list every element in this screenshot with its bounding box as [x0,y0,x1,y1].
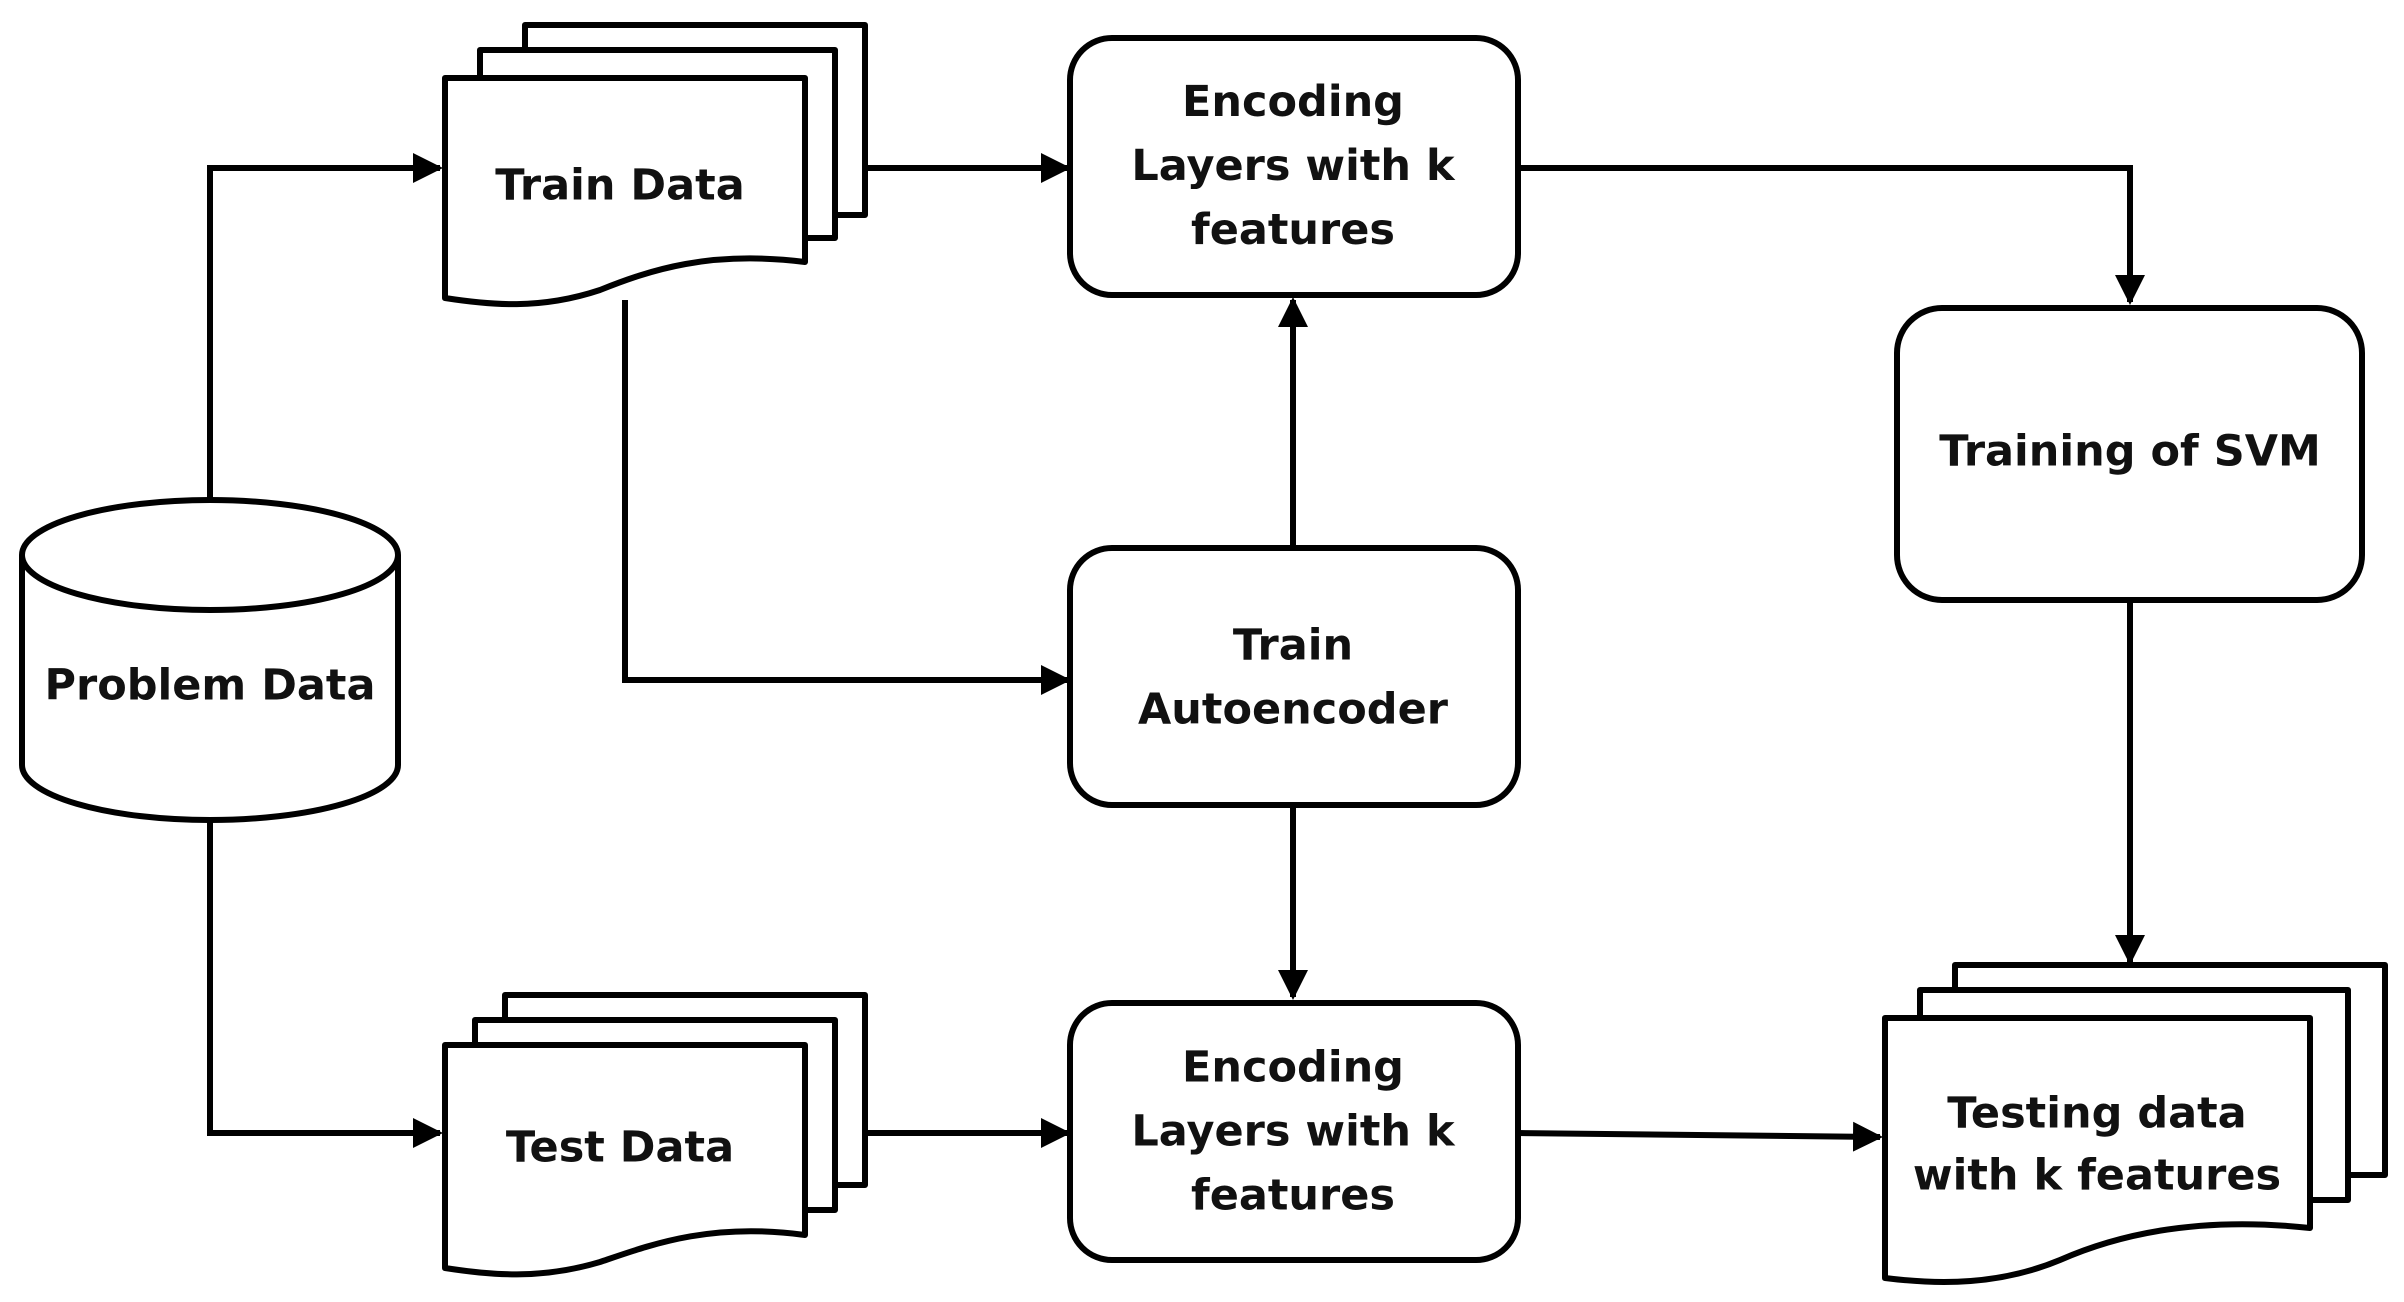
test-data-label: Test Data [506,1123,734,1173]
train-data-label: Train Data [495,161,744,211]
edge-encoding-bottom-to-testing-data [1517,1121,1883,1152]
testing-data-line-1: Testing data [1947,1089,2246,1139]
encoding-top-line-1: Encoding [1182,77,1404,127]
encoding-top-line-2: Layers with k [1131,141,1456,191]
svg-text:Layers with k: Layers with k [1131,141,1456,191]
edge-train-to-autoencoder [622,300,1071,695]
testing-data-line-2: with k features [1913,1151,2281,1201]
node-test-data: Test Data [442,992,868,1278]
encoding-top-line-3: features [1191,205,1395,255]
encoding-bottom-line-2: Layers with k [1131,1107,1456,1157]
encoding-bottom-line-3: features [1191,1171,1395,1221]
node-testing-data: Testing data with k features [1882,962,2388,1286]
node-train-data: Train Data [442,22,868,308]
problem-data-label: Problem Data [44,661,375,711]
encoding-bottom-line-1: Encoding [1182,1043,1404,1093]
node-training-of-svm: Training of SVM [1894,305,2365,603]
edge-problem-to-test [207,820,443,1148]
train-autoencoder-line-1: Train [1233,621,1353,671]
train-autoencoder-line-2: Autoencoder [1138,685,1449,735]
svg-text:features: features [1191,205,1395,255]
training-svm-label: Training of SVM [1939,427,2321,477]
svg-text:Encoding: Encoding [1182,77,1404,127]
node-train-autoencoder: Train Autoencoder [1067,545,1521,808]
edges [207,153,2145,1152]
edge-encoding-top-to-svm [1518,165,2145,305]
edge-problem-to-train [207,153,443,500]
node-problem-data: Problem Data [19,497,401,823]
node-encoding-layers-top: Encoding Layers with k features [1067,35,1521,298]
node-encoding-layers-bottom: Encoding Layers with k features [1067,1000,1521,1263]
